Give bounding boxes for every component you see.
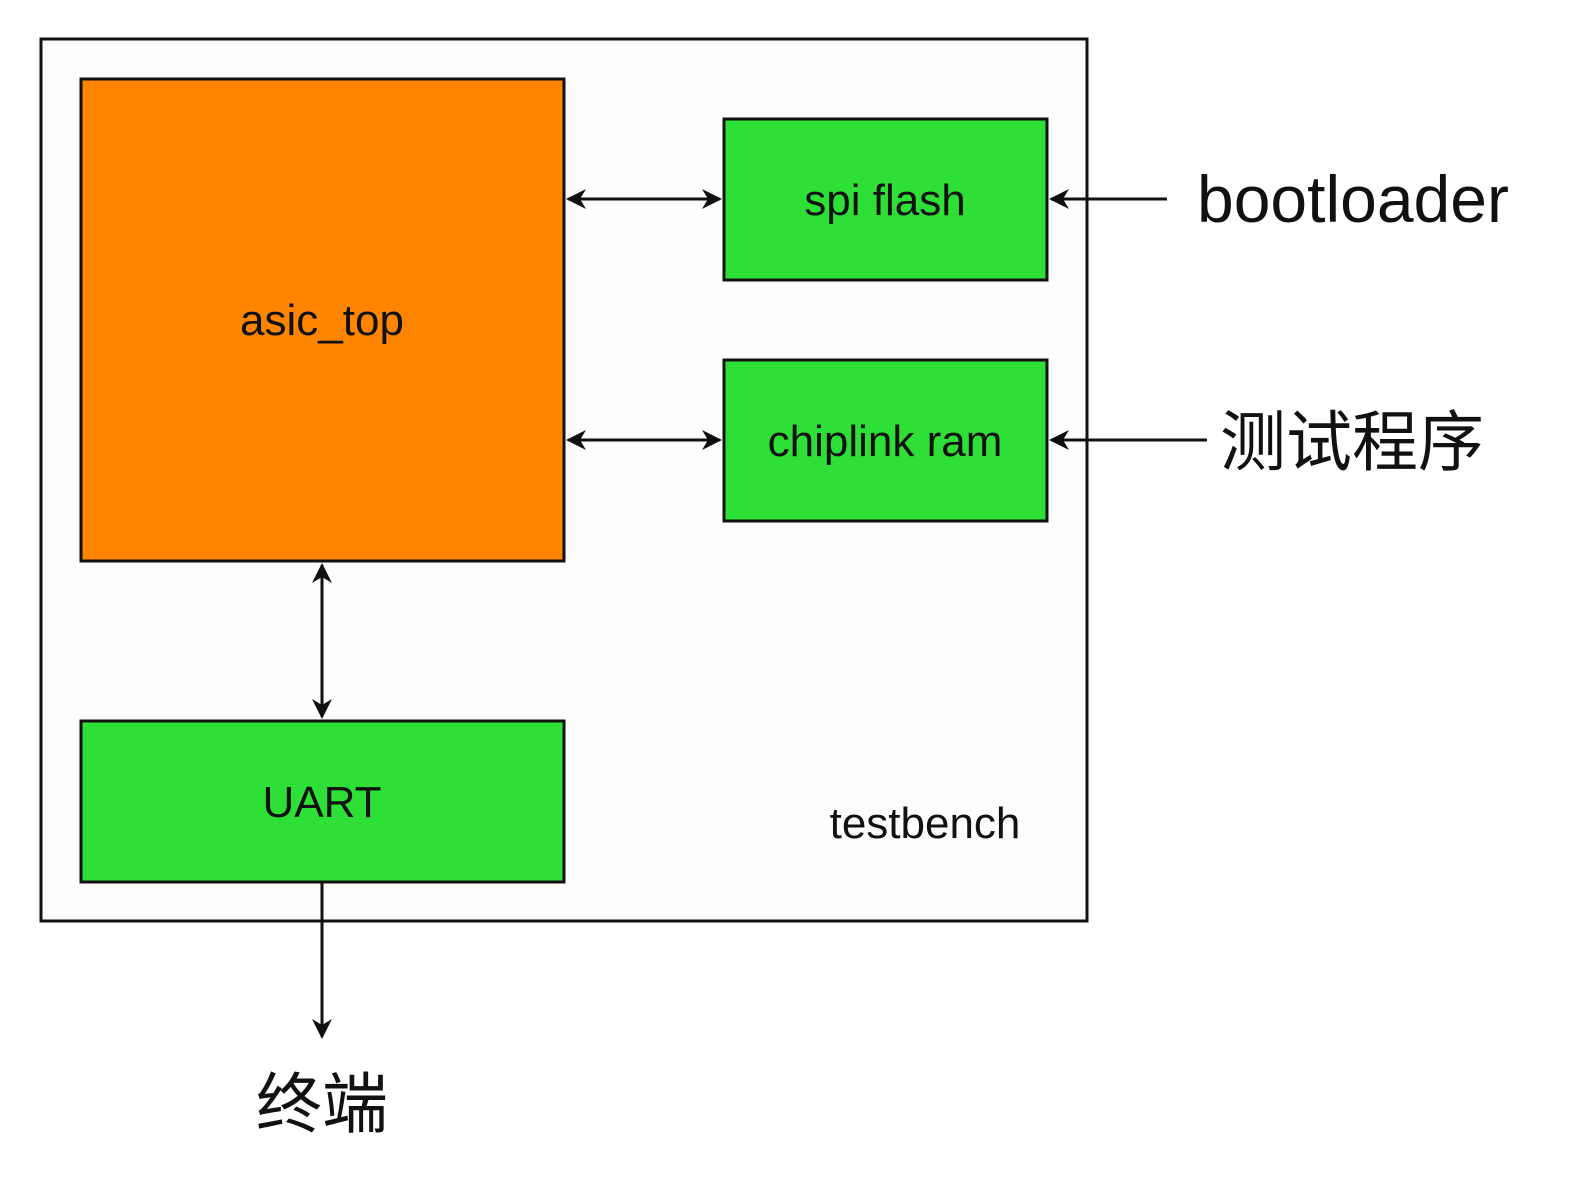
chiplink-ram-block	[722, 358, 1049, 523]
asic-top-label: asic_top	[240, 296, 404, 345]
asic-top-block	[79, 77, 566, 563]
bootloader-label: bootloader	[1197, 162, 1509, 236]
spi-flash-label: spi flash	[804, 176, 965, 225]
uart-label: UART	[263, 778, 382, 827]
uart-block	[79, 719, 566, 884]
testbench-label: testbench	[830, 799, 1021, 848]
chiplink-ram-label: chiplink ram	[768, 417, 1003, 466]
terminal-label: 终端	[256, 1066, 388, 1143]
spi-flash-block	[722, 117, 1049, 282]
test-program-label: 测试程序	[1220, 404, 1484, 481]
